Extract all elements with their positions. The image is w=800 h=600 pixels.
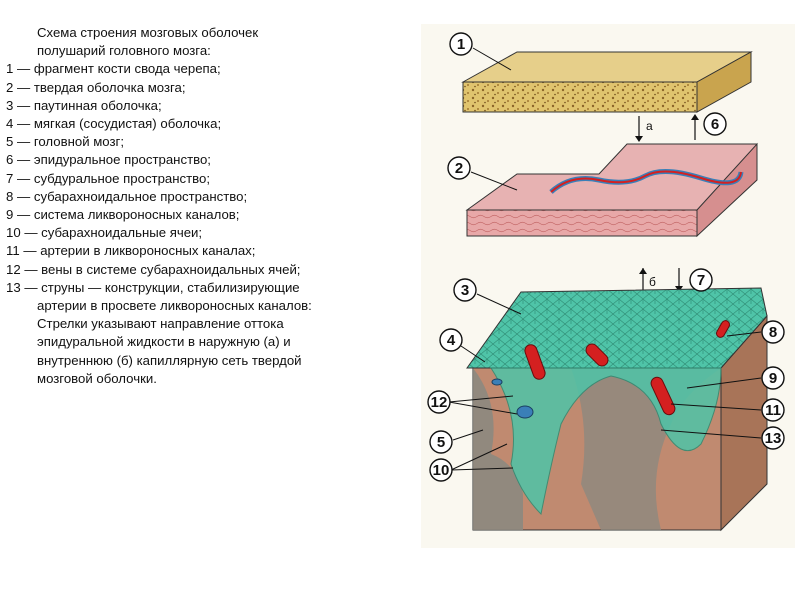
callout-11: 11 [670, 398, 785, 422]
label-1: 1 [457, 36, 465, 53]
legend-item-3: 3 — паутинная оболочка; [6, 97, 162, 113]
arrow-a-label: а [646, 119, 653, 133]
arrow-b-label: б [649, 275, 656, 289]
callout-13: 13 [660, 426, 785, 450]
artery-4 [716, 320, 730, 338]
vein-1 [516, 405, 534, 419]
brain-block [466, 287, 768, 532]
label-12: 12 [431, 394, 448, 411]
callout-3: 3 [453, 278, 522, 315]
legend-item-5: 5 — головной мозг; [6, 134, 125, 150]
arrow-a-group: а [635, 114, 699, 142]
legend-item-1: 1 — фрагмент кости свода черепа; [6, 61, 221, 77]
callout-5: 5 [429, 429, 484, 454]
legend-item-2: 2 — твердая оболочка мозга; [6, 79, 186, 95]
label-7: 7 [697, 272, 705, 289]
callout-9: 9 [686, 366, 785, 390]
label-6: 6 [711, 116, 719, 133]
label-4: 4 [447, 332, 456, 349]
label-8: 8 [769, 324, 777, 341]
label-5: 5 [437, 434, 445, 451]
legend-item-8: 8 — субарахноидальное пространство; [6, 188, 248, 204]
callout-2: 2 [447, 156, 518, 191]
artery-2 [585, 343, 609, 367]
note-line1: Стрелки указывают направление оттока [37, 316, 284, 332]
callout-12: 12 [427, 390, 518, 415]
caption-title-line2: полушарий головного мозга: [37, 43, 211, 59]
meninges-svg: а б 1 [421, 24, 795, 548]
callout-1: 1 [449, 32, 512, 71]
caption-title-line1: Схема строения мозговых оболочек [37, 25, 259, 40]
note-line2: эпидуральной жидкости в наружную (а) и [37, 334, 291, 350]
vessels [491, 320, 730, 419]
label-3: 3 [461, 282, 469, 299]
label-9: 9 [769, 370, 777, 387]
legend-item-9: 9 — система ликвороносных каналов; [6, 207, 240, 223]
bone-fragment [461, 51, 753, 113]
legend-item-4: 4 — мягкая (сосудистая) оболочка; [6, 116, 222, 132]
artery-3 [650, 376, 676, 416]
caption: Схема строения мозговых оболочек полушар… [6, 24, 414, 388]
legend-item-7: 7 — субдуральное пространство; [6, 170, 211, 186]
label-2: 2 [455, 160, 463, 177]
meninges-illustration: а б 1 [421, 24, 795, 548]
label-13: 13 [765, 430, 782, 447]
dura-mater-block [465, 142, 758, 238]
callout-10: 10 [429, 443, 514, 482]
vein-2 [491, 378, 503, 386]
legend-item-10: 10 — субарахноидальные ячеи; [6, 225, 203, 241]
callout-7: 7 [689, 268, 713, 292]
legend-item-13: 13 — струны — конструкции, стабилизирующ… [6, 279, 300, 295]
legend-item-6: 6 — эпидуральное пространство; [6, 152, 211, 168]
label-10: 10 [433, 462, 450, 479]
callout-4: 4 [439, 328, 486, 363]
legend-item-13-continued: артерии в просвете ликвороносных каналов… [37, 298, 312, 314]
legend-item-11: 11 — артерии в ликвороносных каналах; [6, 243, 256, 259]
label-11: 11 [765, 402, 781, 419]
callout-6: 6 [703, 112, 727, 136]
callout-8: 8 [726, 320, 785, 344]
note-line4: мозговой оболочки. [37, 370, 157, 386]
legend-item-12: 12 — вены в системе субарахноидальных яч… [6, 261, 301, 277]
artery-1 [524, 344, 546, 380]
note-line3: внутреннюю (б) капиллярную сеть твердой [37, 352, 302, 368]
